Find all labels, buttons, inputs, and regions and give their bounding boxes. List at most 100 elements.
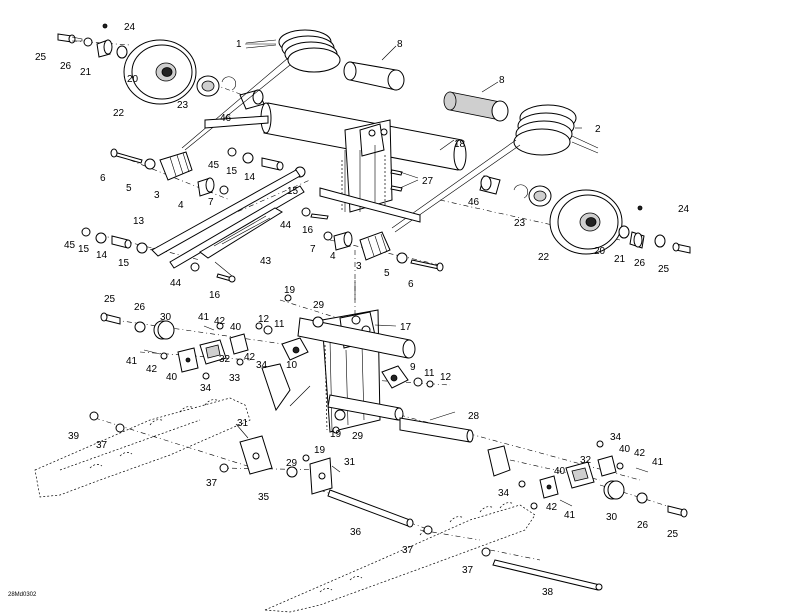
callout-23: 23: [177, 100, 189, 111]
bolt-right: [672, 242, 691, 254]
nut-42-c: [236, 358, 244, 366]
callout-38: 38: [542, 587, 554, 598]
callout-42: 42: [146, 364, 158, 375]
callout-45: 45: [64, 240, 76, 251]
callout-7: 7: [310, 244, 316, 255]
mount-plate-right: [487, 445, 511, 477]
right-link-hardware: [323, 169, 444, 272]
callout-42: 42: [244, 352, 256, 363]
wheel-bearing-right: [528, 185, 552, 207]
callout-10: 10: [286, 360, 298, 371]
callout-16: 16: [302, 225, 314, 236]
right-idler-wheel-group: [479, 175, 691, 255]
washer-11-left: [263, 325, 273, 335]
nut-12-right: [426, 380, 434, 388]
callout-40: 40: [166, 372, 178, 383]
callout-9: 9: [410, 362, 416, 373]
screw-16-upper: [310, 213, 329, 220]
rail-bracket-35: [239, 435, 273, 475]
adjuster-bar-43: [199, 207, 283, 259]
callout-31: 31: [344, 457, 356, 468]
lower-shaft-28: [399, 417, 474, 443]
screw-31-b: [331, 465, 341, 473]
circlip-right: [513, 184, 529, 199]
callout-15: 15: [287, 186, 299, 197]
bushing-15-upper: [242, 152, 254, 164]
callout-29: 29: [352, 431, 364, 442]
grease-19-upper: [284, 294, 292, 302]
washer-34-right-a: [596, 440, 604, 448]
nut-12-left: [255, 322, 263, 330]
callout-14: 14: [96, 250, 108, 261]
washer-34-left: [202, 372, 210, 380]
nut-37-b: [219, 463, 229, 473]
callout-45: 45: [208, 160, 220, 171]
callout-26: 26: [134, 302, 146, 313]
bolt-25-left: [100, 312, 121, 325]
callout-25: 25: [667, 529, 679, 540]
callout-31: 31: [237, 418, 249, 429]
callout-29: 29: [286, 458, 298, 469]
callout-40: 40: [554, 466, 566, 477]
idler-wheel: [123, 39, 197, 105]
nut-42-a: [160, 352, 168, 360]
right-torsion-spring: [391, 104, 599, 233]
left-torsion-spring: [181, 29, 341, 151]
callout-4: 4: [330, 251, 336, 262]
block-3-left: [159, 151, 193, 181]
callout-37: 37: [462, 565, 474, 576]
mount-plate-left: [261, 363, 291, 412]
callout-18: 18: [454, 139, 466, 150]
callout-37: 37: [402, 545, 414, 556]
sleeve-14-upper: [261, 157, 284, 171]
callout-8: 8: [397, 39, 403, 50]
callout-26: 26: [637, 520, 649, 531]
nut-42-d: [616, 462, 624, 470]
callout-42: 42: [214, 316, 226, 327]
left-rear-hardware: [100, 312, 249, 380]
idler-wheel-right: [549, 189, 623, 255]
callout-25: 25: [104, 294, 116, 305]
bracket-40-lower-left: [177, 347, 199, 373]
callout-24: 24: [124, 22, 136, 33]
washer-34-right-b: [518, 480, 526, 488]
callout-12: 12: [440, 372, 452, 383]
bolt: [57, 33, 83, 44]
nut-39: [89, 411, 99, 421]
callout-8: 8: [499, 75, 505, 86]
left-slide-rail: [34, 397, 251, 498]
spacer-sleeve-right: [479, 175, 501, 195]
callout-32: 32: [580, 455, 592, 466]
lower-shaft: [327, 394, 404, 421]
callout-11: 11: [424, 368, 435, 379]
callout-43: 43: [260, 256, 272, 267]
screw-16-lower: [216, 273, 236, 283]
callout-34: 34: [498, 488, 510, 499]
callout-44: 44: [280, 220, 292, 231]
screw-41-c: [635, 467, 649, 473]
nut-37-d: [481, 547, 491, 557]
bracket-40-right-lower: [539, 475, 559, 499]
link-rod-13: [151, 169, 305, 269]
washer-7-left: [219, 185, 229, 195]
callout-30: 30: [160, 312, 172, 323]
callout-5: 5: [126, 183, 132, 194]
spacer-right: [629, 231, 645, 249]
callout-12: 12: [258, 314, 270, 325]
callout-34: 34: [610, 432, 622, 443]
callout-7: 7: [208, 197, 214, 208]
callout-41: 41: [198, 312, 210, 323]
damper-block-10: [281, 337, 309, 361]
bumper-30-right: [603, 480, 625, 500]
bumper-30-left: [153, 320, 175, 340]
callout-34: 34: [200, 383, 212, 394]
cap-44-lower: [190, 262, 200, 272]
callout-labels: 1 2 3 3 4 4 5 5 6 6 7 7 8 8 9 10 11 11 1…: [35, 22, 690, 598]
callout-39: 39: [68, 431, 80, 442]
bolt-6-left: [110, 148, 143, 164]
callout-35: 35: [258, 492, 270, 503]
callout-25: 25: [35, 52, 47, 63]
block-3-right: [359, 231, 391, 261]
callout-21: 21: [614, 254, 626, 265]
